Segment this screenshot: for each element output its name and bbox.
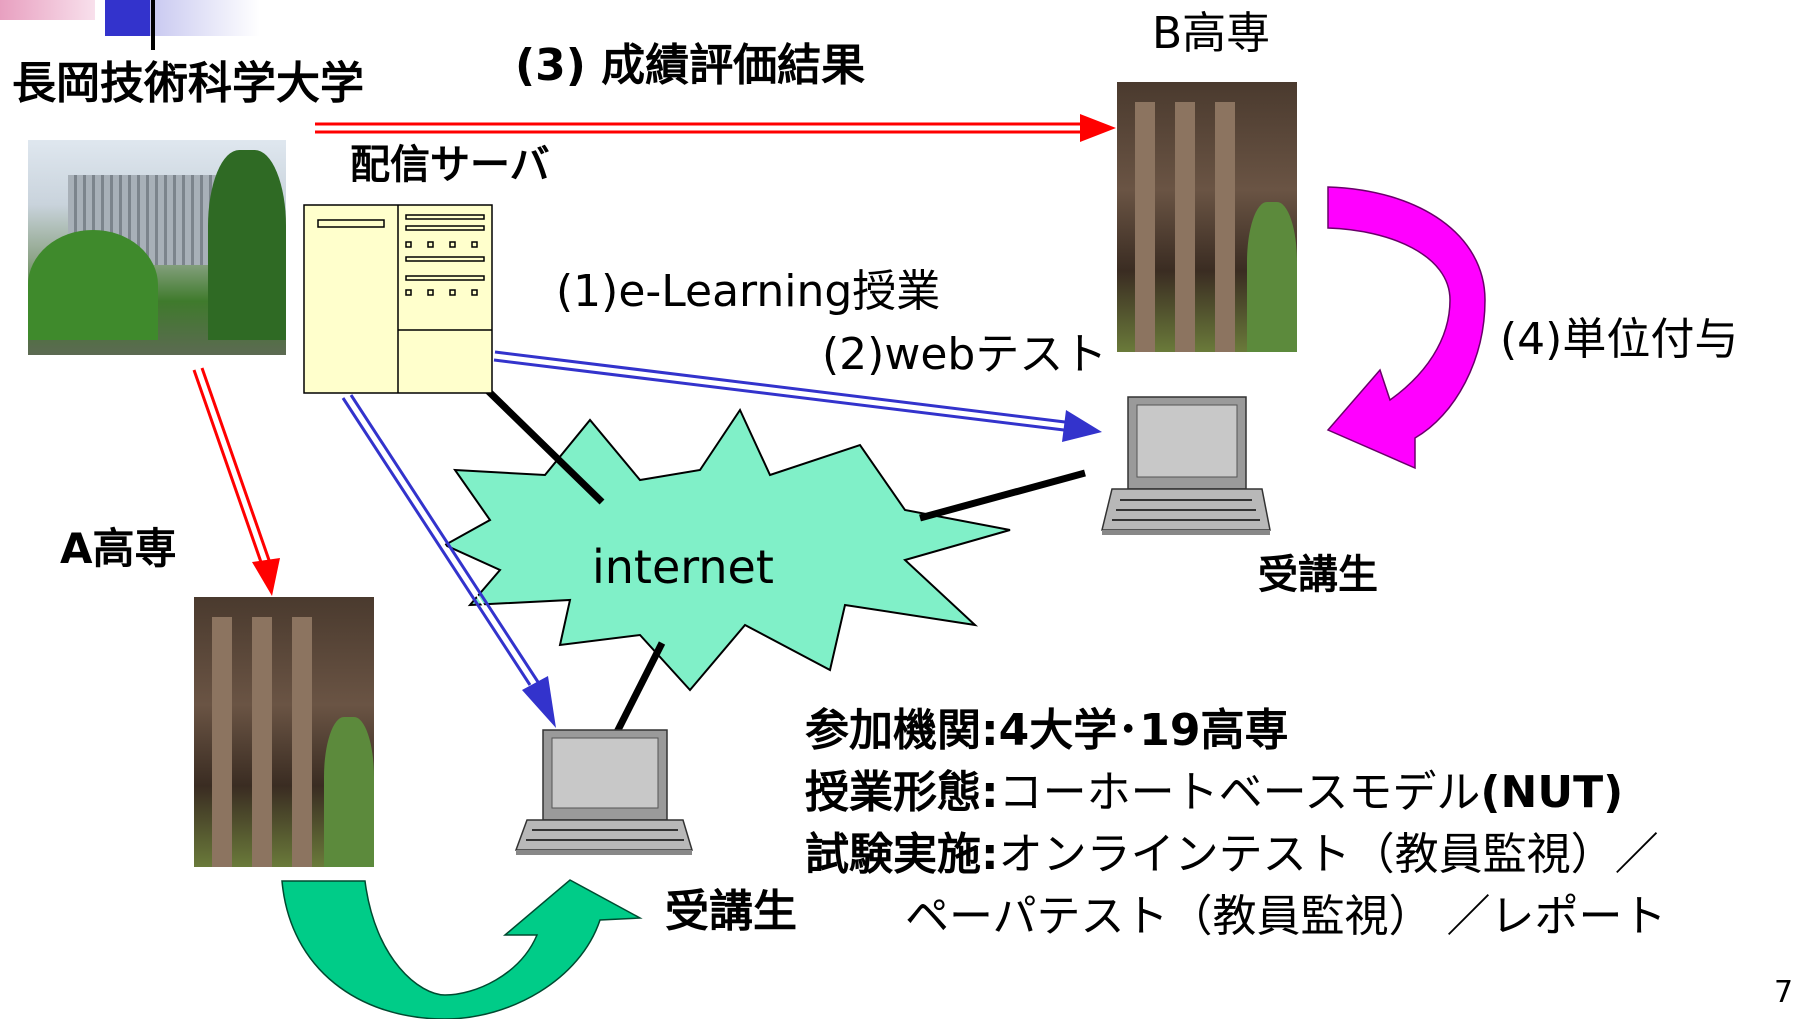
elearning-label: (1)e-Learning授業 bbox=[556, 266, 941, 317]
laptop-icon-student-b bbox=[1101, 396, 1271, 535]
webtest-label: (2)webテスト bbox=[822, 329, 1108, 380]
info-line-3: 試験実施:オンラインテスト（教員監視）／ bbox=[805, 829, 1659, 880]
student-a-internet-link bbox=[613, 641, 666, 734]
page-number: 7 bbox=[1774, 975, 1794, 1010]
info-line-1: 参加機関:4大学･19高専 bbox=[805, 705, 1289, 756]
nut-campus-photo bbox=[28, 140, 286, 355]
server-label: 配信サーバ bbox=[350, 142, 550, 188]
nut-label: 長岡技術科学大学 bbox=[12, 58, 364, 109]
internet-label: internet bbox=[592, 540, 774, 594]
green-credit-arrow bbox=[281, 879, 643, 1019]
result-label: (3) 成績評価結果 bbox=[515, 40, 866, 91]
b-kosen-photo bbox=[1117, 82, 1297, 352]
program-info: 参加機関:4大学･19高専 授業形態:コーホートベースモデル(NUT) 試験実施… bbox=[805, 700, 1667, 948]
red-arrow-to-b bbox=[315, 114, 1116, 142]
laptop-icon-student-a bbox=[514, 729, 694, 855]
a-kosen-label: A高専 bbox=[60, 524, 177, 573]
student-b-label: 受講生 bbox=[1258, 552, 1378, 598]
info-line-2: 授業形態:コーホートベースモデル(NUT) bbox=[805, 767, 1624, 818]
red-arrow-to-a bbox=[192, 367, 280, 596]
magenta-credit-arrow bbox=[1326, 186, 1486, 470]
server-internet-link bbox=[479, 382, 605, 505]
student-a-label: 受講生 bbox=[665, 886, 797, 937]
corner-banner bbox=[0, 0, 260, 50]
student-b-internet-link bbox=[919, 469, 1086, 522]
b-kosen-label: B高専 bbox=[1152, 8, 1271, 59]
server-icon bbox=[303, 204, 493, 394]
blue-arrow-to-student-a bbox=[341, 394, 556, 728]
blue-arrow-to-student-b bbox=[493, 350, 1102, 442]
a-kosen-photo bbox=[194, 597, 374, 867]
credit-label: (4)単位付与 bbox=[1500, 314, 1739, 365]
info-line-4: ペーパテスト（教員監視） ／レポート bbox=[905, 891, 1667, 942]
